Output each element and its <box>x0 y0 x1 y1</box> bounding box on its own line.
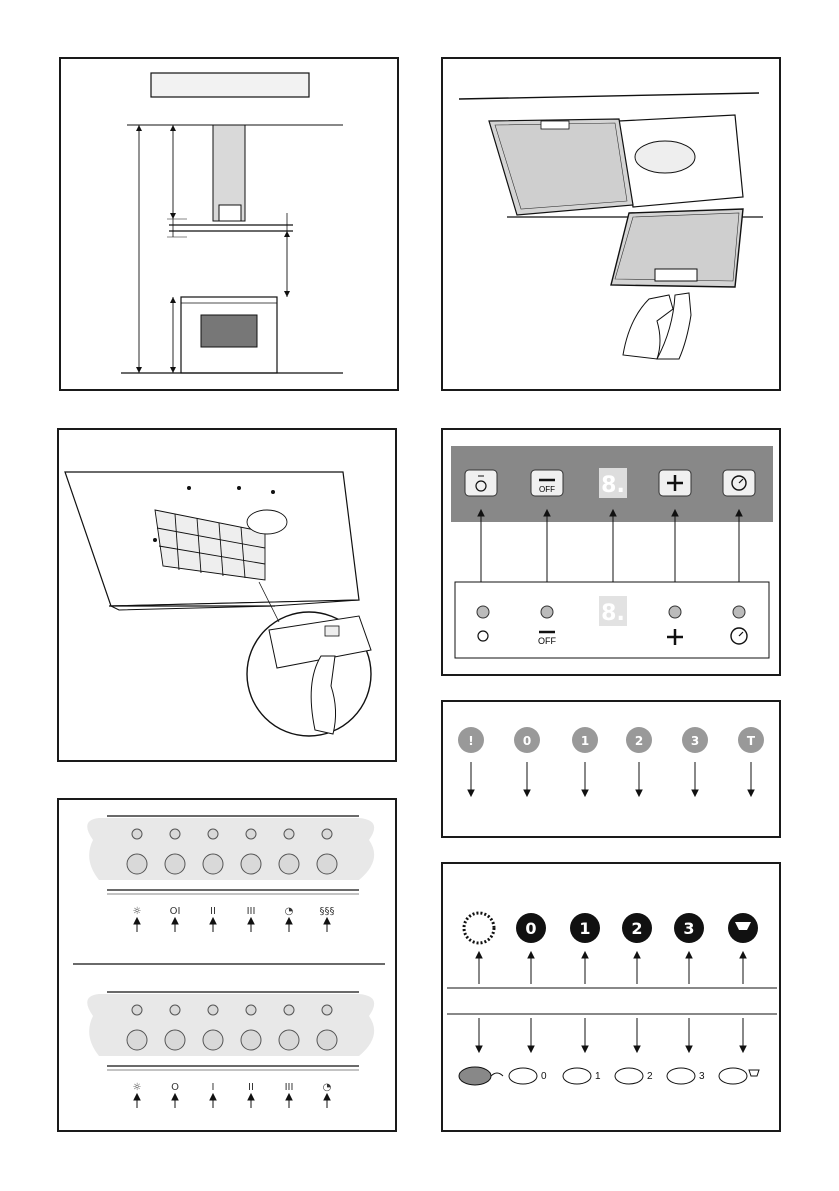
down-arrows <box>467 762 755 798</box>
button-circle[interactable] <box>682 727 708 753</box>
svg-text:3: 3 <box>691 734 699 748</box>
number-buttons-panel: 0 1 2 3 <box>441 862 781 1132</box>
speed-3-button <box>674 913 704 943</box>
svg-text:◔: ◔ <box>323 1082 332 1093</box>
oval-light[interactable] <box>718 1067 748 1085</box>
slider-button[interactable] <box>316 853 338 875</box>
svg-text:!: ! <box>468 734 473 748</box>
svg-text:OFF: OFF <box>538 636 556 646</box>
svg-text:0: 0 <box>525 919 536 938</box>
light-icon <box>735 922 751 930</box>
slider-controls-drawing: ☼ OI II III ◔ §§§ <box>73 815 385 1108</box>
svg-text:☼: ☼ <box>133 906 142 917</box>
button-circle[interactable] <box>626 727 652 753</box>
svg-text:1: 1 <box>581 734 589 748</box>
control-strip-1 <box>87 818 375 880</box>
slider-button[interactable] <box>202 853 224 875</box>
svg-text:II: II <box>210 906 216 917</box>
oval-2[interactable] <box>614 1067 644 1085</box>
button-circle[interactable] <box>458 727 484 753</box>
timer-icon <box>731 475 747 491</box>
button-circle[interactable] <box>572 727 598 753</box>
led-off <box>540 605 554 619</box>
hand-icon <box>310 655 337 735</box>
slider-button[interactable] <box>278 1029 300 1051</box>
light-icon <box>477 630 489 642</box>
number-buttons-drawing: 0 1 2 3 <box>447 911 777 1086</box>
slider-controls-panel: ☼ OI II III ◔ §§§ <box>57 798 397 1132</box>
svg-text:1: 1 <box>595 1071 601 1082</box>
svg-text:§§§: §§§ <box>320 906 335 917</box>
oven-window <box>200 314 258 348</box>
hand-icon <box>622 294 674 360</box>
svg-text:0: 0 <box>523 734 531 748</box>
svg-text:O: O <box>171 1082 179 1093</box>
svg-text:◔: ◔ <box>285 906 294 917</box>
key-timer[interactable] <box>722 469 756 497</box>
led-timer <box>732 605 746 619</box>
svg-text:3: 3 <box>683 919 694 938</box>
svg-text:2: 2 <box>635 734 643 748</box>
electronic-control-drawing: OFF 8. 8. <box>451 446 773 659</box>
oval-0[interactable] <box>508 1067 538 1085</box>
svg-text:☼: ☼ <box>133 1082 142 1093</box>
led-plus <box>668 605 682 619</box>
slider-button[interactable] <box>164 1029 186 1051</box>
slider-button[interactable] <box>126 1029 148 1051</box>
slider-button[interactable] <box>164 853 186 875</box>
svg-text:OFF: OFF <box>539 485 555 494</box>
slider-button[interactable] <box>240 853 262 875</box>
light-icon <box>748 1069 760 1077</box>
key-plus[interactable] <box>658 469 692 497</box>
svg-text:OI: OI <box>170 906 181 917</box>
installation-dimensions-panel <box>59 57 399 391</box>
filter-icon[interactable] <box>462 911 496 945</box>
filter-removal-panel <box>441 57 781 391</box>
svg-text:III: III <box>247 906 256 917</box>
filter-lift-drawing <box>64 471 372 737</box>
svg-text:1: 1 <box>579 919 590 938</box>
key-light[interactable] <box>464 469 498 497</box>
button-circle[interactable] <box>514 727 540 753</box>
filter-grid <box>154 509 266 581</box>
speed-0-button <box>516 913 546 943</box>
svg-text:II: II <box>248 1082 254 1093</box>
svg-text:T: T <box>747 734 756 748</box>
filter-oval[interactable] <box>458 1066 492 1086</box>
timer-icon <box>730 627 748 645</box>
speed-2-button <box>622 913 652 943</box>
button-row-panel: ! 0 1 2 3 T <box>441 700 781 838</box>
button-row-drawing: ! 0 1 2 3 T <box>458 727 764 798</box>
slider-button[interactable] <box>278 853 300 875</box>
led-display-top: 8. <box>599 468 627 498</box>
filter-removal-drawing <box>458 92 763 360</box>
svg-text:3: 3 <box>699 1071 705 1082</box>
slider-button[interactable] <box>316 1029 338 1051</box>
button-circle[interactable] <box>738 727 764 753</box>
hood-dimension-drawing <box>121 72 343 374</box>
led-light <box>476 605 490 619</box>
slider-button[interactable] <box>126 853 148 875</box>
control-strip-2 <box>87 994 375 1056</box>
electronic-control-panel: OFF 8. 8. <box>441 428 781 676</box>
light-icon <box>475 480 487 492</box>
slider-button[interactable] <box>240 1029 262 1051</box>
led-display-bottom: 8. <box>601 601 625 626</box>
oval-1[interactable] <box>562 1067 592 1085</box>
svg-text:0: 0 <box>541 1071 547 1082</box>
svg-text:8.: 8. <box>601 473 625 498</box>
label-box <box>150 72 310 98</box>
speed-1-button <box>570 913 600 943</box>
key-off[interactable]: OFF <box>530 469 564 497</box>
slider-button[interactable] <box>202 1029 224 1051</box>
oval-3[interactable] <box>666 1067 696 1085</box>
svg-text:2: 2 <box>631 919 642 938</box>
filter-lift-panel <box>57 428 397 762</box>
svg-text:2: 2 <box>647 1071 653 1082</box>
svg-text:III: III <box>285 1082 294 1093</box>
svg-text:I: I <box>212 1082 215 1093</box>
